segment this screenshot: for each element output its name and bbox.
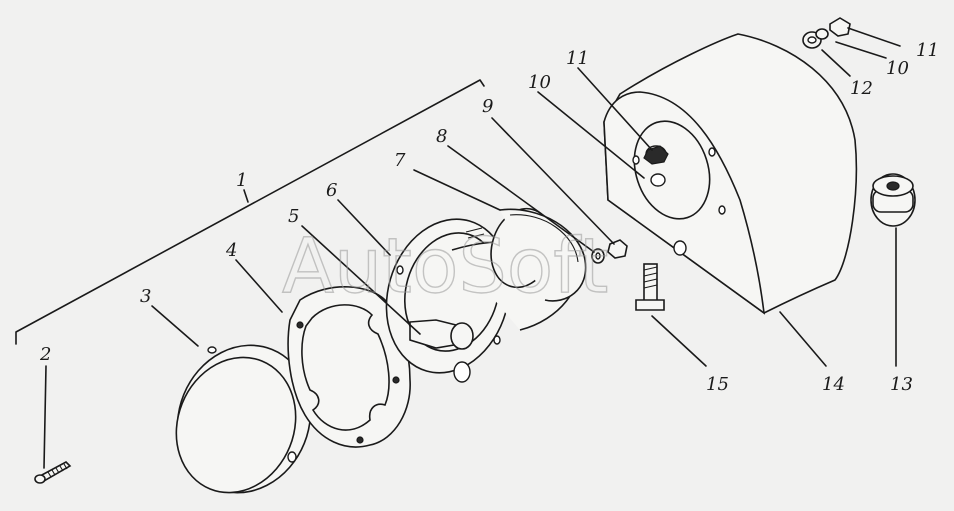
- assembly-bracket: [15, 79, 485, 345]
- part-grommet: [870, 173, 916, 227]
- part-nut-washer-small: [591, 239, 628, 264]
- callout-2: 2: [39, 344, 51, 365]
- part-screw: [34, 461, 72, 484]
- callout-10-left: 10: [528, 72, 551, 93]
- callout-9: 9: [482, 96, 493, 117]
- callout-11-left: 11: [566, 48, 589, 69]
- part-bolt: [635, 263, 665, 311]
- callout-8: 8: [436, 126, 447, 147]
- callout-15: 15: [706, 374, 729, 395]
- part-top-hardware: [802, 17, 851, 49]
- callout-1: 1: [236, 170, 247, 191]
- part-housing-cover: [603, 33, 858, 315]
- callout-3: 3: [140, 286, 151, 307]
- callout-6: 6: [326, 180, 337, 201]
- callout-7: 7: [394, 150, 406, 171]
- watermark: AutoSoft: [282, 221, 608, 310]
- callout-13: 13: [890, 374, 913, 395]
- part-socket-ring: [465, 208, 587, 302]
- callout-10-right: 10: [886, 58, 909, 79]
- leader-lines: [43, 27, 901, 469]
- callout-12: 12: [850, 78, 873, 99]
- part-lens: [175, 344, 312, 494]
- part-gasket: [287, 286, 411, 448]
- callout-14: 14: [822, 374, 845, 395]
- callout-5: 5: [288, 206, 299, 227]
- part-bulb: [409, 319, 474, 350]
- callout-4: 4: [225, 240, 237, 261]
- callout-11-right: 11: [916, 40, 939, 61]
